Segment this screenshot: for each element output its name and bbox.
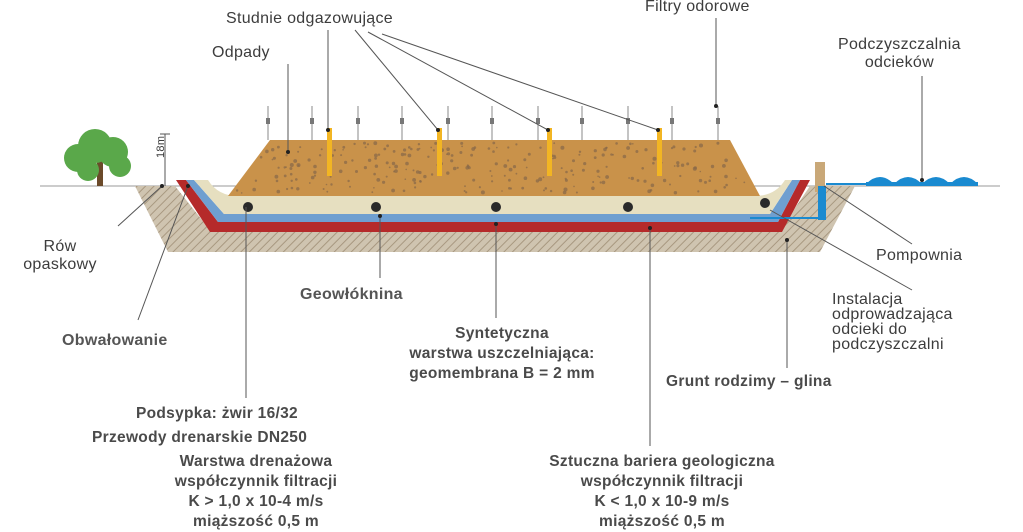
label-treatment-plant: Podczyszczalnia odcieków xyxy=(838,36,961,71)
odor-filter-head xyxy=(356,118,360,124)
geomembrane-layer xyxy=(186,180,800,222)
degassing-well xyxy=(657,128,662,176)
drain-pipe xyxy=(491,202,501,212)
drain-pipe xyxy=(243,202,253,212)
odor-filters xyxy=(266,106,720,140)
treatment-plant xyxy=(866,177,978,186)
odor-filter-head xyxy=(670,118,674,124)
odor-filter-head xyxy=(716,118,720,124)
label-geotextile: Geowłóknina xyxy=(300,286,403,303)
odor-filter-head xyxy=(626,118,630,124)
label-synthetic-liner: Syntetyczna warstwa uszczelniająca: geom… xyxy=(409,325,595,382)
odor-filter-head xyxy=(266,118,270,124)
degassing-wells xyxy=(327,128,662,176)
odor-filter-head xyxy=(490,118,494,124)
odor-filter-head xyxy=(536,118,540,124)
label-geological-barrier: Sztuczna bariera geologiczna współczynni… xyxy=(549,453,775,530)
odor-filter-head xyxy=(580,118,584,124)
degassing-well xyxy=(327,128,332,176)
waste-texture xyxy=(235,141,746,195)
label-height-18m: 18m xyxy=(155,135,167,158)
label-degassing-wells: Studnie odgazowujące xyxy=(226,10,394,27)
label-odor-filters: Filtry odorowe xyxy=(645,0,750,15)
label-gravel-bedding: Podsypka: żwir 16/32 xyxy=(136,405,298,422)
label-waste: Odpady xyxy=(212,44,270,61)
leader-lines xyxy=(117,18,923,446)
tree-icon xyxy=(64,129,131,186)
drain-pipe xyxy=(371,202,381,212)
label-native-soil: Grunt rodzimy – glina xyxy=(666,373,832,390)
label-leachate-installation: Instalacja odprowadzająca odcieki do pod… xyxy=(832,291,953,353)
drainage-layer xyxy=(194,180,792,214)
waste-body xyxy=(228,140,760,196)
odor-filter-head xyxy=(400,118,404,124)
odor-filter-head xyxy=(310,118,314,124)
degassing-well xyxy=(547,128,552,176)
drain-pipe xyxy=(760,198,770,208)
odor-filter-head xyxy=(446,118,450,124)
label-perimeter-ditch: Rów opaskowy xyxy=(23,238,97,273)
degassing-well xyxy=(437,128,442,176)
label-drain-pipes: Przewody drenarskie DN250 xyxy=(92,429,308,446)
label-pump-station: Pompownia xyxy=(876,247,963,264)
label-embankment: Obwałowanie xyxy=(62,332,168,349)
label-drainage-layer: Warstwa drenażowa współczynnik filtracji… xyxy=(174,453,338,530)
landfill-cross-section: Studnie odgazowujące Filtry odorowe Odpa… xyxy=(23,0,1000,530)
native-ground xyxy=(135,186,855,252)
drain-pipe xyxy=(623,202,633,212)
leader-dots xyxy=(160,104,924,242)
geological-barrier-layer xyxy=(176,180,810,232)
landfill-diagram xyxy=(40,18,1000,446)
